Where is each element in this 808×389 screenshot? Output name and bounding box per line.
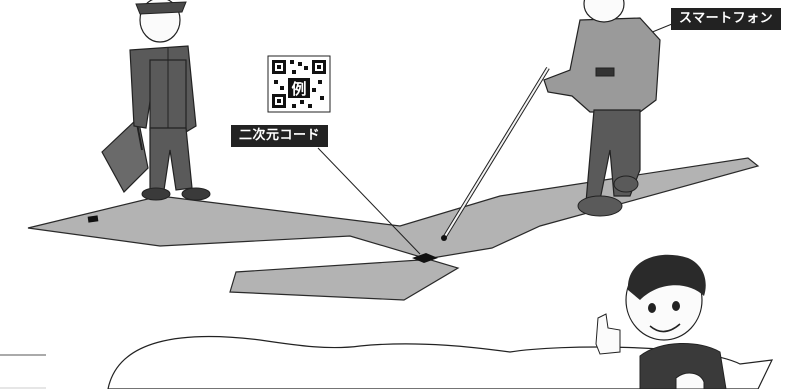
- station-attendant: [102, 0, 210, 200]
- qr-code-sample: 例: [268, 56, 330, 112]
- signal-flag: [102, 118, 148, 192]
- smartphone-device: [596, 68, 614, 76]
- smartphone-label: スマートフォン: [671, 8, 781, 30]
- qr-sample-glyph: 例: [291, 80, 306, 98]
- thumbs-up-hand: [596, 314, 620, 354]
- qr-code-label: 二次元コード: [231, 125, 328, 147]
